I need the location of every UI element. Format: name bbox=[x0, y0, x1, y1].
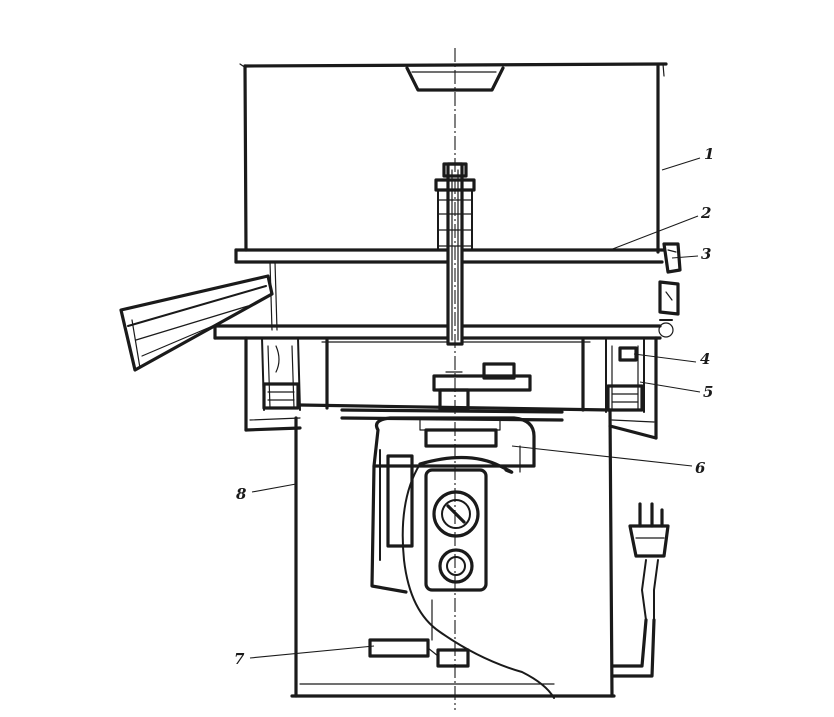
callout-label-5: 5 bbox=[703, 383, 714, 401]
motor-flange-part-6 bbox=[340, 408, 564, 468]
dial-gauge-icon bbox=[432, 490, 480, 538]
callout-label-1: 1 bbox=[704, 145, 715, 163]
switch-knob-icon bbox=[438, 548, 474, 584]
callout-label-6: 6 bbox=[695, 459, 706, 477]
control-panel bbox=[424, 468, 488, 592]
power-cord bbox=[610, 502, 670, 678]
callout-label-2: 2 bbox=[701, 204, 712, 222]
callout-label-8: 8 bbox=[236, 485, 247, 503]
base-housing-part-8 bbox=[290, 408, 616, 698]
plug-icon bbox=[628, 524, 670, 558]
latch-part-3 bbox=[658, 242, 682, 338]
callout-label-7: 7 bbox=[234, 650, 245, 668]
middle-deck bbox=[213, 324, 662, 340]
mount-right-part-4-5 bbox=[605, 337, 645, 413]
motor-body bbox=[370, 445, 521, 594]
base-bracket-part-7 bbox=[368, 638, 470, 668]
leader-lines bbox=[249, 157, 701, 659]
discharge-chute bbox=[119, 274, 274, 372]
cutaway-section bbox=[401, 455, 555, 699]
callout-label-4: 4 bbox=[700, 350, 711, 368]
callout-label-3: 3 bbox=[701, 245, 712, 263]
lower-housing bbox=[244, 336, 658, 440]
drive-hub bbox=[432, 362, 532, 412]
mount-left bbox=[261, 337, 301, 411]
